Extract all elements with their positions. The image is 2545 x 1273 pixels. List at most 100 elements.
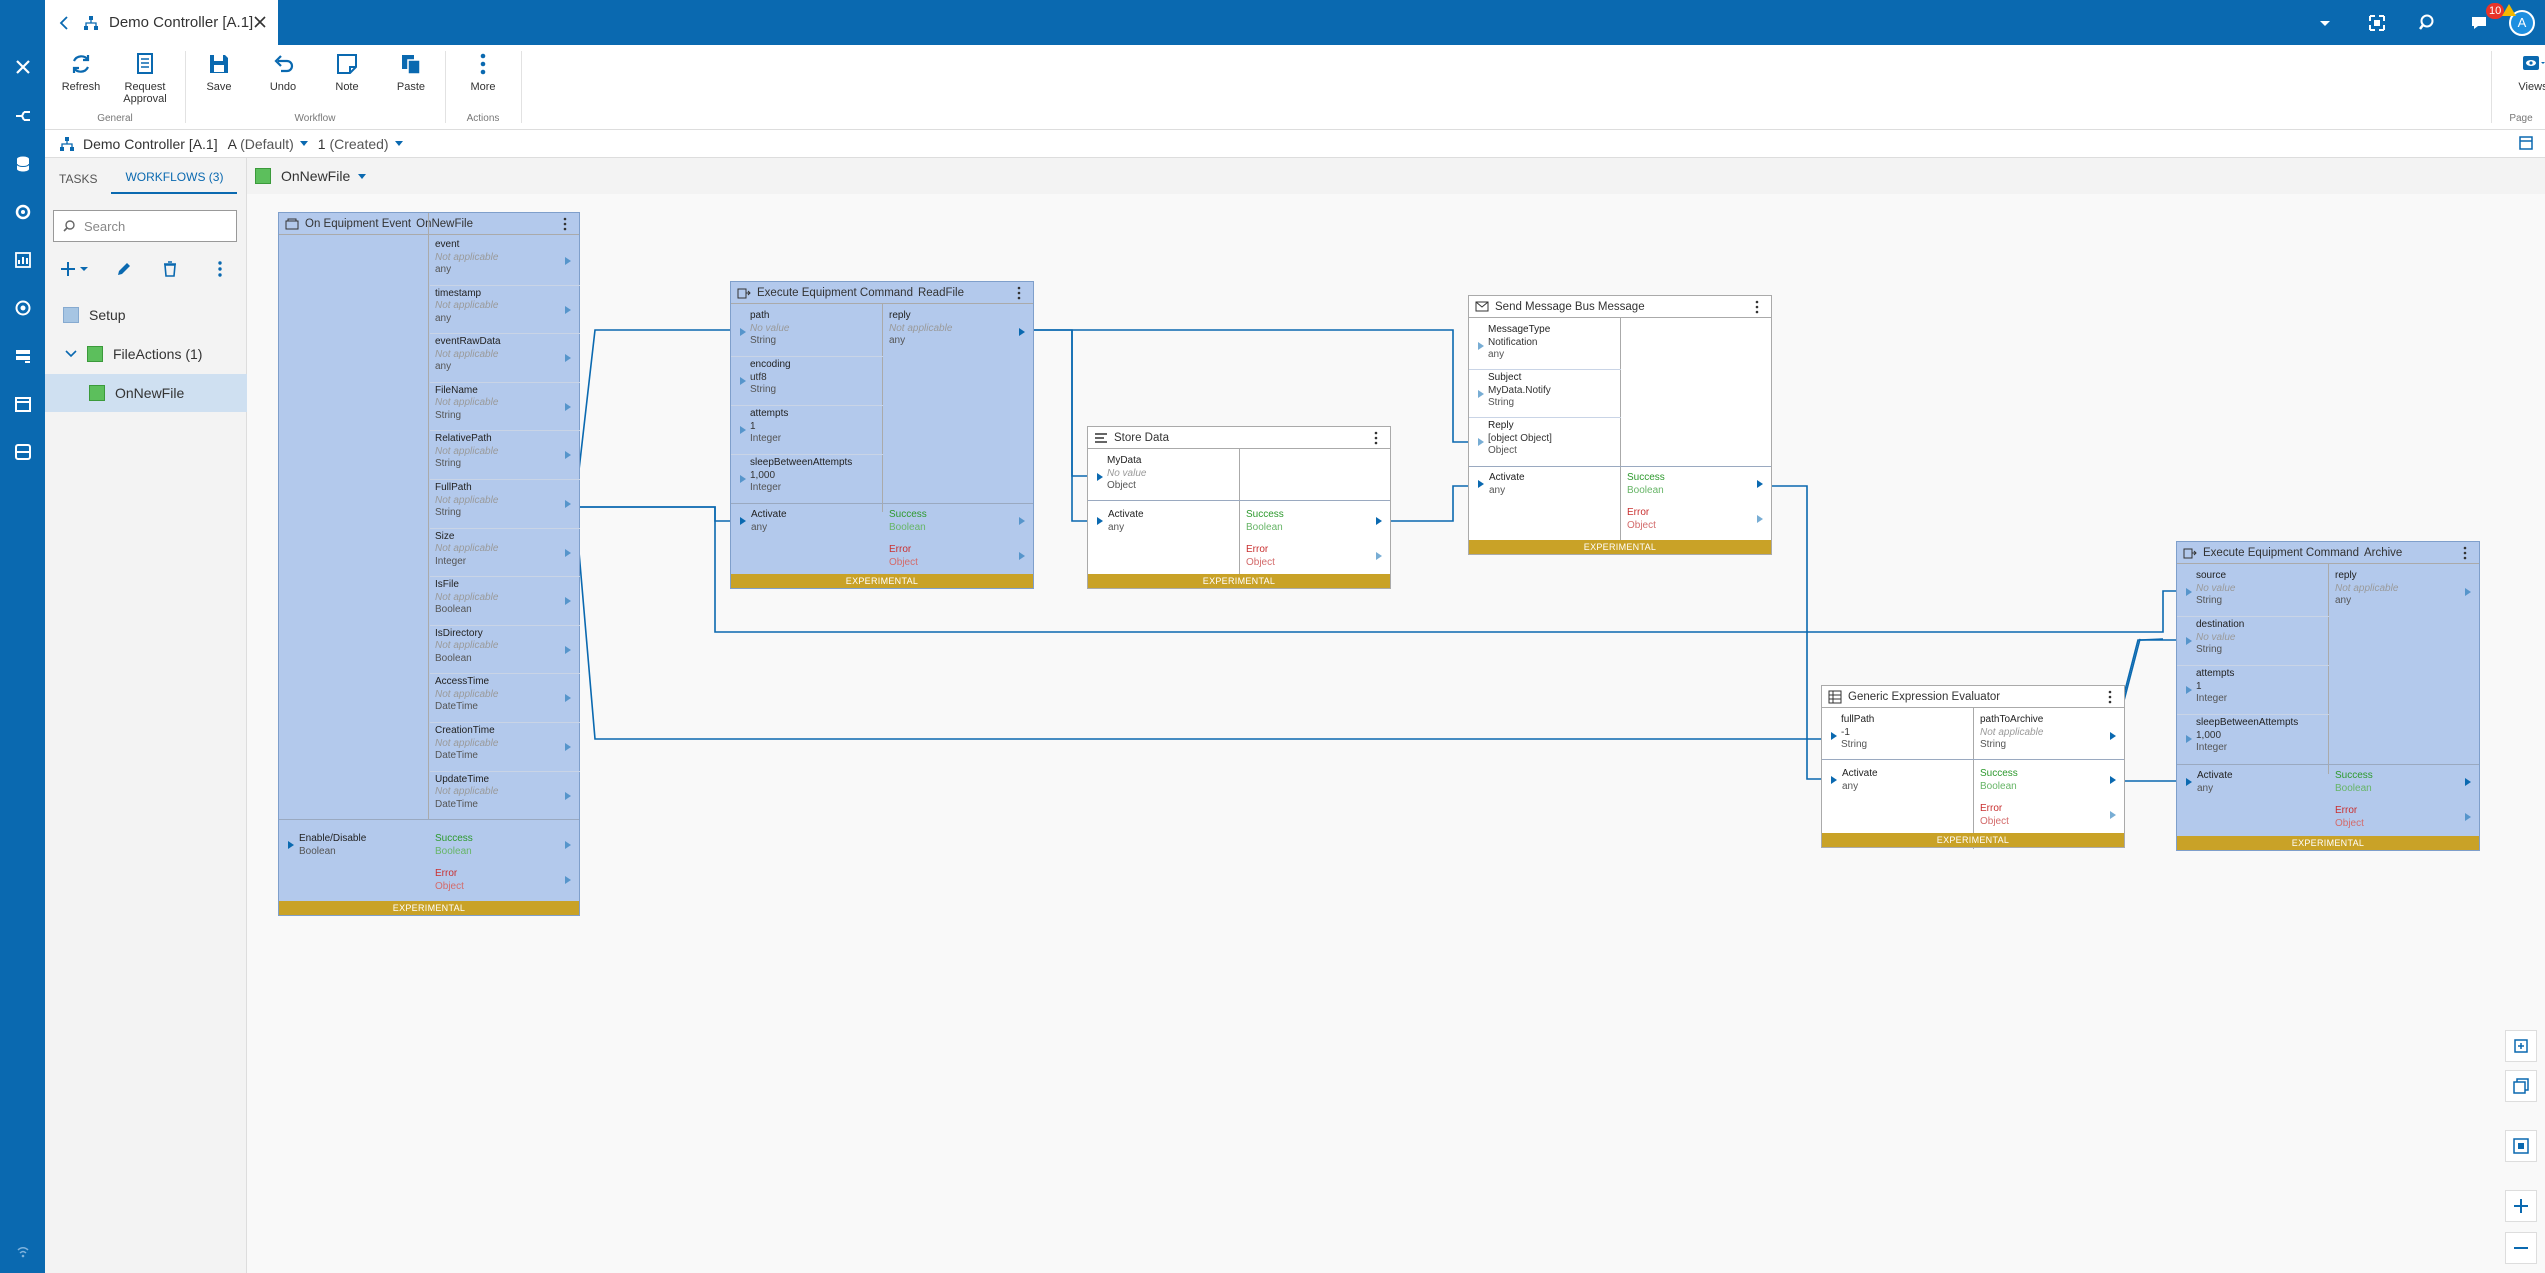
task-header[interactable]: On Equipment Event OnNewFile: [279, 213, 579, 235]
port-arrow[interactable]: [565, 597, 571, 606]
tab-tasks[interactable]: TASKS: [59, 172, 98, 186]
views-button[interactable]: Views: [2503, 51, 2545, 93]
port-arrow[interactable]: [740, 328, 746, 336]
input-port-activate[interactable]: Activate any: [2197, 770, 2233, 794]
port-arrow[interactable]: [288, 841, 294, 849]
port-arrow[interactable]: [565, 743, 571, 751]
breadcrumb-revision[interactable]: 1 (Created): [317, 135, 389, 152]
output-port-success[interactable]: Success Boolean: [1246, 509, 1284, 533]
task-header[interactable]: Store Data: [1088, 427, 1390, 449]
chevron-down-icon[interactable]: [299, 141, 308, 146]
port-arrow[interactable]: [565, 257, 571, 265]
integration-icon[interactable]: [0, 96, 45, 136]
search-input[interactable]: Search: [53, 210, 237, 242]
layers-icon[interactable]: [0, 336, 45, 376]
chevron-down-icon[interactable]: [358, 173, 367, 179]
port-arrow[interactable]: [565, 402, 571, 411]
port-arrow[interactable]: [565, 876, 571, 884]
output-port-success[interactable]: Success Boolean: [889, 509, 927, 533]
output-port-pathtoarchive[interactable]: pathToArchive Not applicable String: [1980, 714, 2044, 750]
port-arrow[interactable]: [2186, 588, 2192, 596]
output-port-reply[interactable]: reply Not applicable any: [2335, 570, 2399, 606]
port-arrow[interactable]: [2110, 776, 2116, 784]
port-arrow[interactable]: [1376, 517, 1382, 525]
port-arrow[interactable]: [565, 305, 571, 314]
tab-workflows[interactable]: WORKFLOWS (3): [111, 170, 238, 194]
fit-to-screen-button[interactable]: [2505, 1130, 2537, 1162]
port-arrow[interactable]: [740, 475, 746, 483]
connection-icon[interactable]: [0, 1232, 45, 1272]
sidebar-item-setup[interactable]: Setup: [45, 296, 247, 334]
input-port-activate[interactable]: Activate any: [1842, 768, 1878, 792]
port-arrow[interactable]: [2110, 732, 2116, 740]
port-arrow[interactable]: [1757, 480, 1763, 488]
port-arrow[interactable]: [1478, 390, 1484, 398]
request-approval-button[interactable]: Request Approval: [115, 51, 175, 105]
task-execute-equipment-command-archive[interactable]: Execute Equipment Command Archive reply …: [2176, 541, 2480, 851]
zoom-out-button[interactable]: [2505, 1232, 2537, 1264]
paste-button[interactable]: Paste: [381, 51, 441, 93]
port-arrow[interactable]: [740, 377, 746, 385]
dashboard-icon[interactable]: [0, 240, 45, 280]
port-arrow[interactable]: [1757, 515, 1763, 523]
document-tab[interactable]: Demo Controller [A.1]: [45, 0, 278, 45]
port-arrow[interactable]: [2186, 686, 2192, 694]
save-button[interactable]: Save: [189, 51, 249, 93]
zoom-in-button[interactable]: [2505, 1190, 2537, 1222]
task-header[interactable]: Execute Equipment Command ReadFile: [731, 282, 1033, 304]
task-execute-equipment-command-readfile[interactable]: Execute Equipment Command ReadFile reply…: [730, 281, 1034, 589]
sidebar-item-fileactions[interactable]: FileActions (1): [45, 335, 247, 373]
workflow-tab[interactable]: OnNewFile: [247, 158, 2545, 194]
close-icon[interactable]: [252, 14, 268, 30]
port-arrow[interactable]: [1019, 328, 1025, 336]
more-vertical-icon[interactable]: [2463, 546, 2467, 560]
zoom-reset-button[interactable]: [2505, 1070, 2537, 1102]
more-vertical-icon[interactable]: [211, 260, 229, 278]
calendar-icon[interactable]: [0, 384, 45, 424]
monitor-icon[interactable]: [0, 288, 45, 328]
tools-icon[interactable]: [0, 47, 45, 87]
more-vertical-icon[interactable]: [1755, 300, 1759, 314]
port-arrow[interactable]: [565, 841, 571, 849]
task-send-message-bus-message[interactable]: Send Message Bus Message Activate any Su…: [1468, 295, 1772, 555]
panel-toggle-icon[interactable]: [2519, 136, 2533, 150]
port-arrow[interactable]: [1478, 480, 1484, 488]
chevron-down-icon[interactable]: [2310, 8, 2340, 38]
more-vertical-icon[interactable]: [1017, 286, 1021, 300]
output-port-error[interactable]: Error Object: [1627, 507, 1656, 531]
port-arrow[interactable]: [1097, 517, 1103, 525]
edit-icon[interactable]: [115, 260, 133, 278]
port-arrow[interactable]: [2465, 588, 2471, 596]
task-header[interactable]: Execute Equipment Command Archive: [2177, 542, 2479, 564]
port-arrow[interactable]: [1478, 438, 1484, 446]
port-arrow[interactable]: [2465, 778, 2471, 786]
add-icon[interactable]: [59, 260, 77, 278]
notifications-icon[interactable]: [2464, 8, 2494, 38]
port-arrow[interactable]: [1376, 552, 1382, 560]
port-arrow[interactable]: [2465, 813, 2471, 821]
input-port-enable-disable[interactable]: Enable/Disable Boolean: [299, 833, 367, 857]
input-port-activate[interactable]: Activate any: [751, 509, 787, 533]
database-icon[interactable]: [0, 144, 45, 184]
avatar[interactable]: A: [2509, 10, 2535, 36]
input-port-activate[interactable]: Activate any: [1108, 509, 1144, 533]
port-arrow[interactable]: [565, 451, 571, 460]
port-arrow[interactable]: [2186, 637, 2192, 645]
breadcrumb-version[interactable]: A (Default): [227, 135, 294, 152]
port-arrow[interactable]: [565, 645, 571, 654]
input-port-activate[interactable]: Activate any: [1489, 472, 1525, 496]
